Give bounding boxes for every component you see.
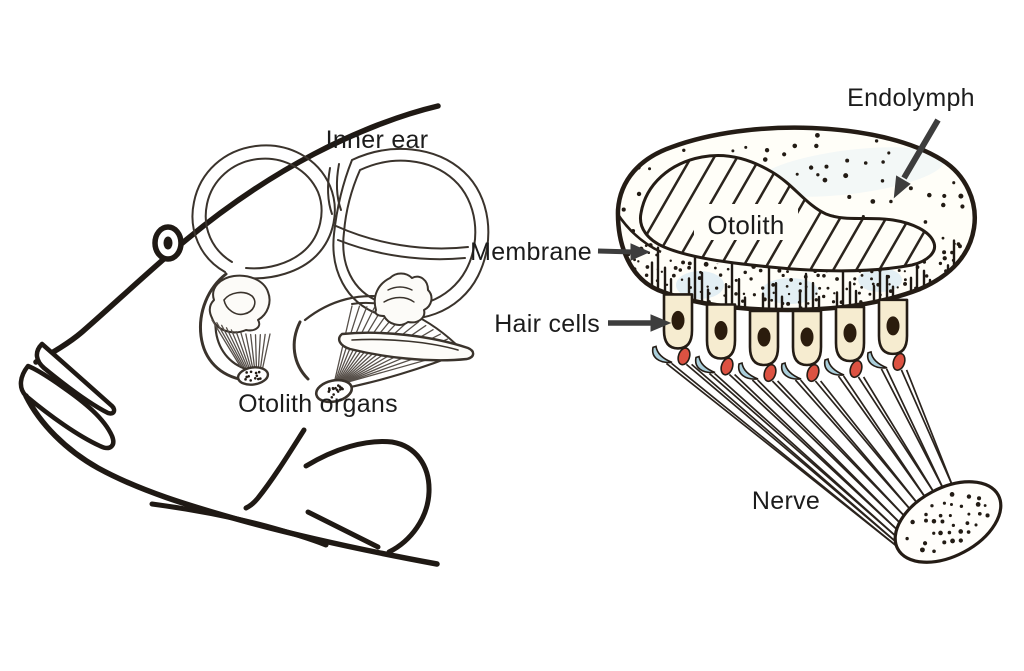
fish-head-outline: [33, 103, 441, 365]
endolymph-label: Endolymph: [847, 84, 975, 112]
nerve-fiber: [728, 373, 899, 532]
nerve-label: Nerve: [752, 487, 820, 515]
nerve-fiber: [708, 372, 898, 538]
utricle-stub-dots: [244, 370, 262, 382]
semicircular-canal-right: [332, 147, 490, 321]
saccule-stub-dots: [327, 384, 344, 399]
hair-cell: [694, 303, 737, 376]
hair-cell-row: [651, 293, 909, 383]
inner-ear-label: Inner ear: [326, 126, 429, 154]
canal-junction-2: [335, 163, 342, 211]
otolith-stone: [208, 274, 271, 334]
hair-cells-arrow: [608, 314, 672, 332]
otolith-label: Otolith: [707, 210, 784, 240]
hair-cell: [866, 298, 909, 371]
synapse-red: [763, 363, 777, 383]
nerve-fiber: [857, 376, 936, 494]
fish-eye: [152, 224, 184, 262]
synapse-blue: [866, 350, 888, 369]
fish-belly-line: [23, 393, 440, 567]
utricle-with-otolith: [198, 272, 271, 386]
hair-cell: [823, 305, 866, 379]
semicircular-canal-left: [191, 144, 336, 280]
utricle-nerve-stub: [236, 366, 270, 386]
hair-cells-label: Hair cells: [494, 310, 600, 338]
membrane-arrow: [597, 243, 651, 261]
synapse-blue: [780, 361, 802, 380]
synapse-red: [849, 359, 863, 379]
otolith-organ-illustration: Otolith Endolymph Membrane Hair cells Ne…: [470, 84, 1003, 564]
hair-cell-nucleus: [757, 327, 771, 347]
canal-junction: [326, 167, 333, 215]
hair-cell: [651, 293, 694, 366]
synapse-blue: [737, 361, 759, 380]
synapse-blue: [651, 345, 673, 364]
nerve-bundle-dots: [905, 492, 990, 554]
otolith-label-backing: [694, 204, 798, 240]
hair-cell: [737, 309, 780, 383]
hair-cell-nucleus: [714, 321, 728, 340]
inner-ear-drawing: [191, 144, 490, 404]
fish-upper-lip: [34, 341, 117, 416]
saccule-nerve-stub: [314, 378, 354, 404]
synapse-blue: [694, 355, 716, 374]
fish-head-illustration: Inner ear Otolith organs: [18, 103, 490, 567]
utricle-striations: [211, 319, 271, 372]
nerve-fiber: [837, 375, 927, 499]
nerve-fiber: [665, 362, 901, 550]
synapse-red: [677, 347, 691, 366]
membrane-label: Membrane: [470, 238, 592, 266]
saccule-fan: [292, 272, 475, 404]
fish-pectoral-fin-top: [303, 438, 432, 555]
nerve-fibers: [665, 362, 954, 550]
nerve-fiber: [751, 379, 902, 525]
lagena-blade: [338, 331, 475, 362]
fish-pectoral-fin-bottom: [305, 509, 381, 550]
hair-cell-nucleus: [671, 310, 685, 330]
nerve-fiber: [794, 379, 912, 511]
otolith-organs-label: Otolith organs: [238, 390, 398, 418]
synapse-blue: [823, 357, 845, 376]
hair-cell-nucleus: [843, 323, 857, 343]
synapse-red: [806, 363, 820, 383]
hair-cell-nucleus: [800, 327, 814, 347]
nerve-bundle: [893, 480, 1003, 564]
fish-throat-line: [149, 501, 329, 548]
nerve-fiber: [880, 368, 945, 490]
crinkled-macula: [373, 272, 433, 326]
fish-operculum-line: [243, 427, 307, 511]
endolymph-arrow: [893, 118, 941, 199]
nerve-fiber: [771, 380, 906, 518]
nerve-fiber: [685, 363, 899, 545]
nerve-fiber: [814, 380, 919, 505]
hair-cell-nucleus: [886, 316, 900, 336]
nerve-fiber: [900, 369, 954, 487]
synapse-red: [892, 352, 906, 371]
synapse-red: [720, 357, 734, 376]
hair-cell: [780, 309, 823, 383]
